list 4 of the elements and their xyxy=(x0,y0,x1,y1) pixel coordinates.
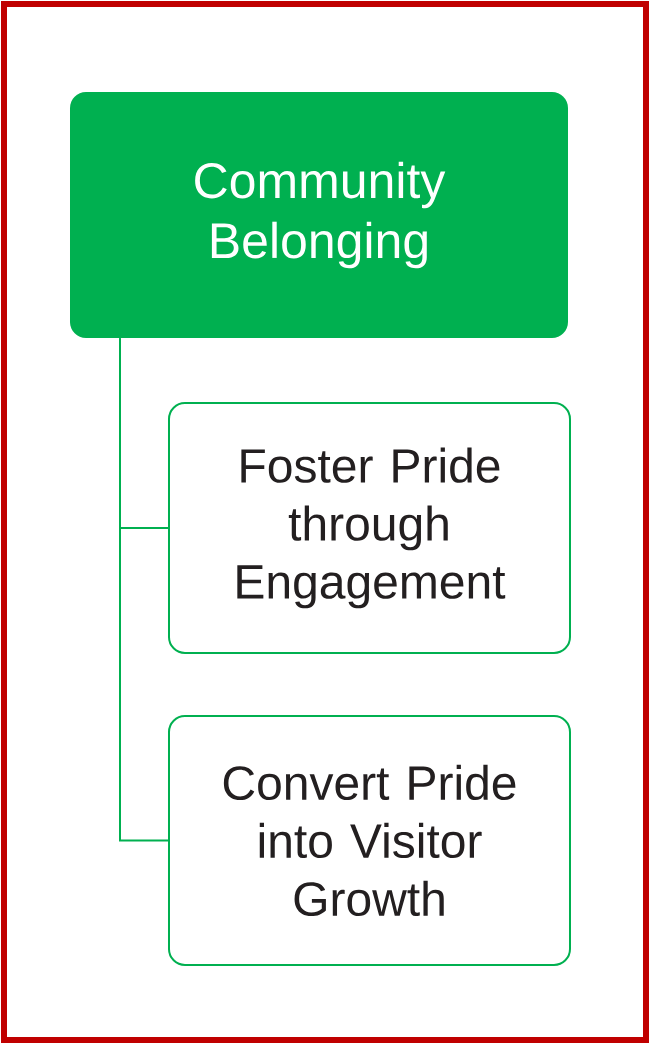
topic-box: Foster Pride through Engagement xyxy=(168,402,571,654)
connector xyxy=(119,337,169,842)
topic-box: Convert Pride into Visitor Growth xyxy=(168,715,571,966)
heading-box: Community Belonging xyxy=(70,92,568,338)
